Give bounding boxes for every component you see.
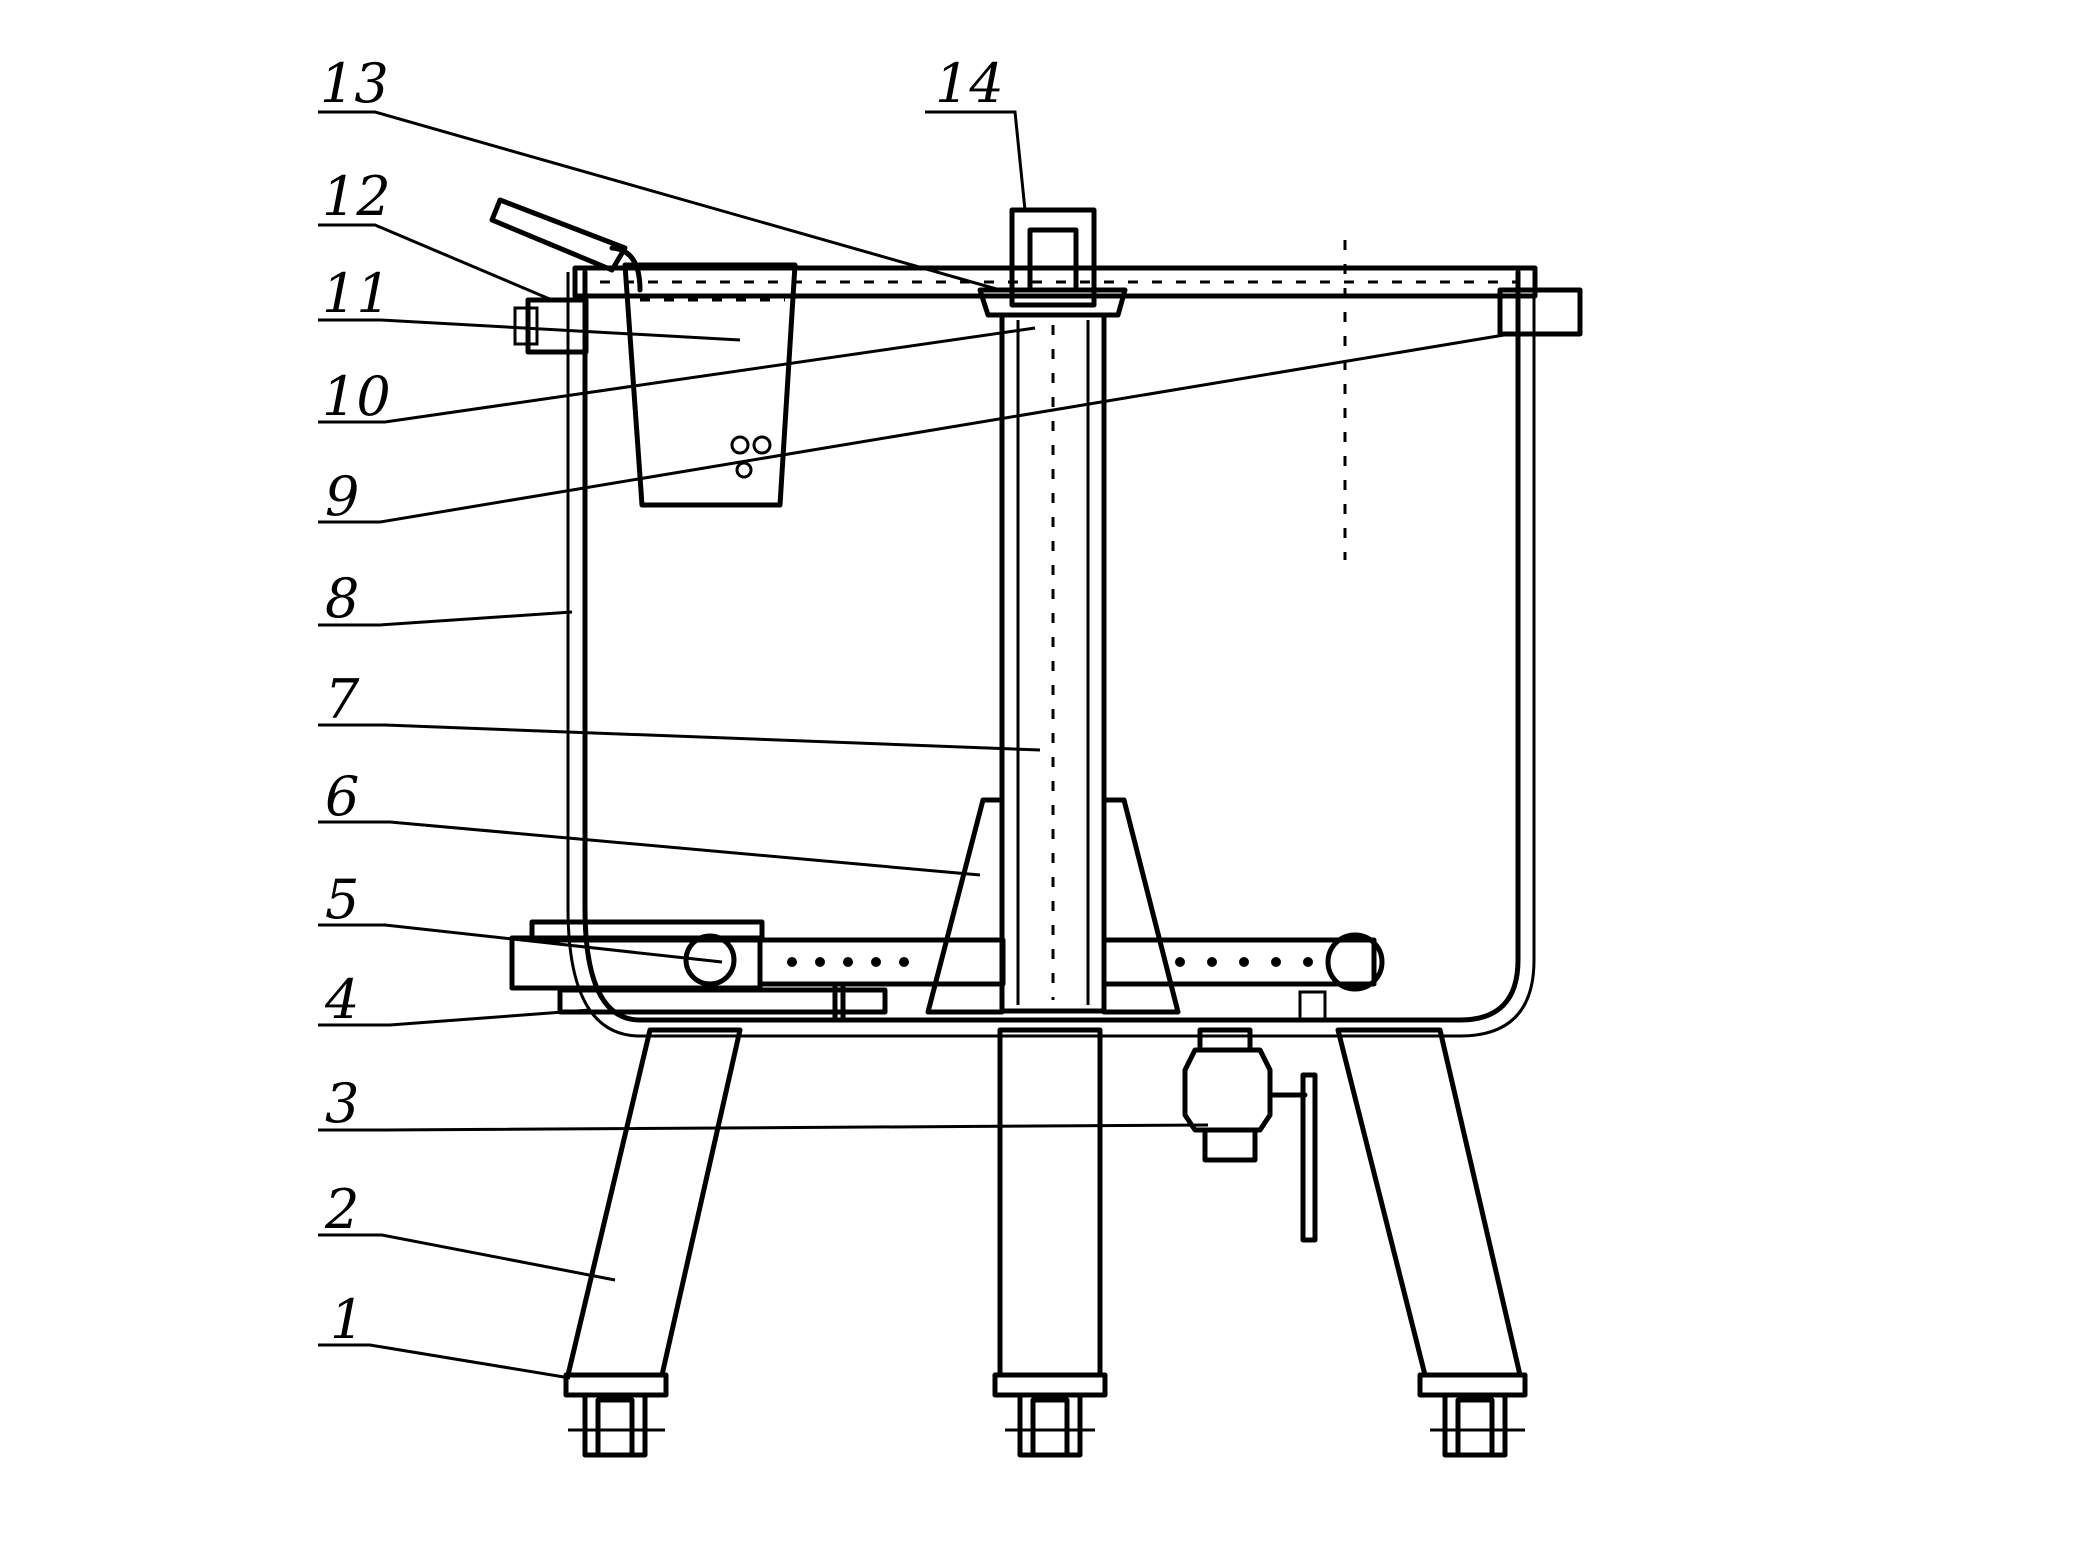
leader-5 (318, 923, 723, 964)
right-leg (1335, 1027, 1528, 1398)
leader-12 (318, 223, 553, 302)
leader-4 (318, 1008, 591, 1027)
callout-3: 3 (325, 1072, 359, 1135)
leader-8 (318, 610, 573, 627)
callout-7: 7 (325, 668, 360, 731)
callout-9: 9 (325, 465, 359, 528)
pipe-holes (787, 957, 1313, 967)
callout-2: 2 (324, 1178, 359, 1241)
leader-11 (318, 318, 741, 342)
leader-1 (318, 1343, 571, 1380)
center-caster (1005, 1392, 1095, 1458)
tank-body (566, 269, 1536, 1038)
callout-11: 11 (322, 262, 391, 325)
leader-7 (318, 723, 1041, 752)
right-caster (1430, 1392, 1525, 1458)
leader-3 (318, 1123, 1209, 1132)
left-caster (568, 1392, 665, 1458)
callout-5: 5 (325, 868, 359, 931)
tank-lid (572, 265, 1538, 299)
callout-13: 13 (320, 52, 389, 115)
callout-10: 10 (322, 365, 391, 428)
callout-8: 8 (325, 567, 359, 630)
leader-14 (925, 110, 1027, 211)
callout-4: 4 (324, 968, 359, 1031)
leader-13 (318, 110, 1001, 292)
callout-14: 14 (935, 52, 1004, 115)
callout-6: 6 (325, 765, 359, 828)
callout-12: 12 (322, 165, 391, 228)
leader-lines (318, 110, 1511, 1380)
filter-basket (622, 262, 798, 508)
left-leg (563, 1027, 743, 1398)
leader-10 (318, 326, 1036, 424)
base-bracket (557, 982, 1327, 1023)
center-leg (992, 1027, 1108, 1398)
drain-valve (1182, 1027, 1318, 1243)
filter-handle (489, 197, 643, 293)
side-nozzle (513, 297, 589, 355)
leader-6 (318, 820, 981, 877)
leader-2 (318, 1233, 616, 1282)
leader-9 (318, 332, 1511, 524)
callout-1: 1 (330, 1288, 364, 1351)
callout-labels: 13 12 11 10 9 8 7 6 5 4 3 2 1 14 (320, 52, 1004, 1351)
center-shaft (977, 207, 1128, 1014)
lid-lip (1497, 287, 1583, 337)
